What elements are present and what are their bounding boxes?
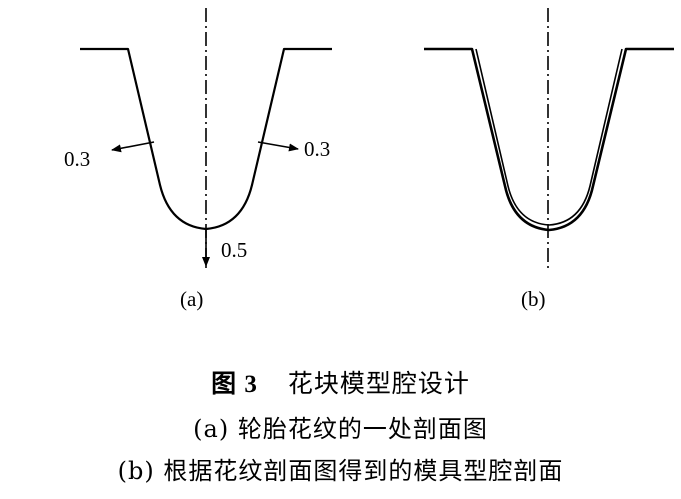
figure-title: 花块模型腔设计 — [287, 369, 470, 398]
figure-caption-b: (b) 根据花纹剖面图得到的模具型腔剖面 — [117, 457, 564, 485]
figure-number: 图 3 — [211, 371, 258, 398]
figure-caption-a: (a) 轮胎花纹的一处剖面图 — [193, 415, 488, 443]
diagram-a-right-offset-label: 0.3 — [304, 137, 330, 161]
diagram-a: 0.3 0.3 0.5 (a) — [64, 8, 332, 311]
diagram-b-inner-profile — [475, 48, 623, 226]
diagram-a-right-offset-arrow — [257, 141, 299, 152]
diagram-a-left-offset-label: 0.3 — [64, 147, 90, 171]
diagram-b-sub-label: (b) — [521, 287, 546, 311]
diagram-b-outer-profile — [424, 47, 674, 232]
diagram-a-bottom-offset-label: 0.5 — [221, 238, 247, 262]
figure-caption-title: 图 3 花块模型腔设计 — [0, 364, 681, 400]
diagram-a-sub-label: (a) — [180, 287, 203, 311]
diagram-a-left-offset-arrow — [111, 141, 155, 153]
diagram-b: (b) — [424, 8, 674, 311]
